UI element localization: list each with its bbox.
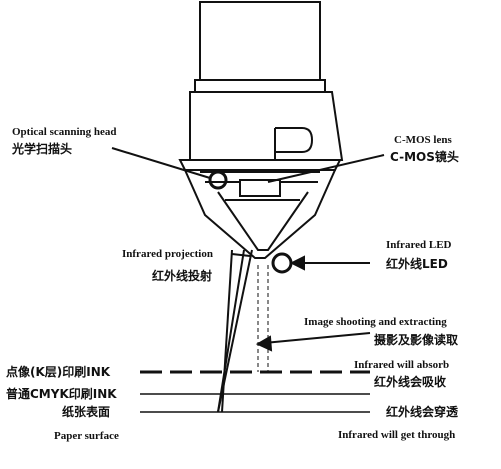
- head-housing: [178, 91, 344, 259]
- leader-lines: [111, 147, 385, 413]
- optical-head-en: Optical scanning head: [12, 126, 117, 138]
- ink-cmyk-zh: 普通CMYK印刷INK: [6, 387, 117, 401]
- infrared-beam: [257, 265, 269, 372]
- paper-zh: 纸张表面: [62, 405, 111, 419]
- ir-projection-en: Infrared projection: [122, 248, 213, 260]
- ir-led-en: Infrared LED: [386, 239, 452, 251]
- ink-layers: [140, 370, 370, 413]
- cmos-lens-block: [239, 179, 281, 197]
- ink-k-zh: 点像(K层)印刷INK: [6, 365, 111, 379]
- ir-through-zh: 红外线会穿透: [386, 405, 459, 419]
- cmos-zh: C-MOS镜头: [390, 150, 459, 164]
- image-shoot-en: Image shooting and extracting: [304, 316, 447, 328]
- optical-head-zh: 光学扫描头: [12, 142, 73, 156]
- scanning-head-lens: [208, 170, 228, 190]
- cmos-en: C-MOS lens: [394, 134, 452, 146]
- infrared-led: [271, 252, 293, 274]
- ir-through-en: Infrared will get through: [338, 429, 456, 441]
- paper-en: Paper surface: [54, 430, 119, 442]
- pen-barrel: [194, 1, 326, 95]
- ir-projection-zh: 红外线投射: [152, 269, 213, 283]
- image-shoot-zh: 摄影及影像读取: [374, 333, 459, 347]
- ir-absorb-en: Infrared will absorb: [354, 359, 450, 371]
- ir-led-zh: 红外线LED: [386, 257, 448, 271]
- ir-absorb-zh: 红外线会吸收: [374, 375, 447, 389]
